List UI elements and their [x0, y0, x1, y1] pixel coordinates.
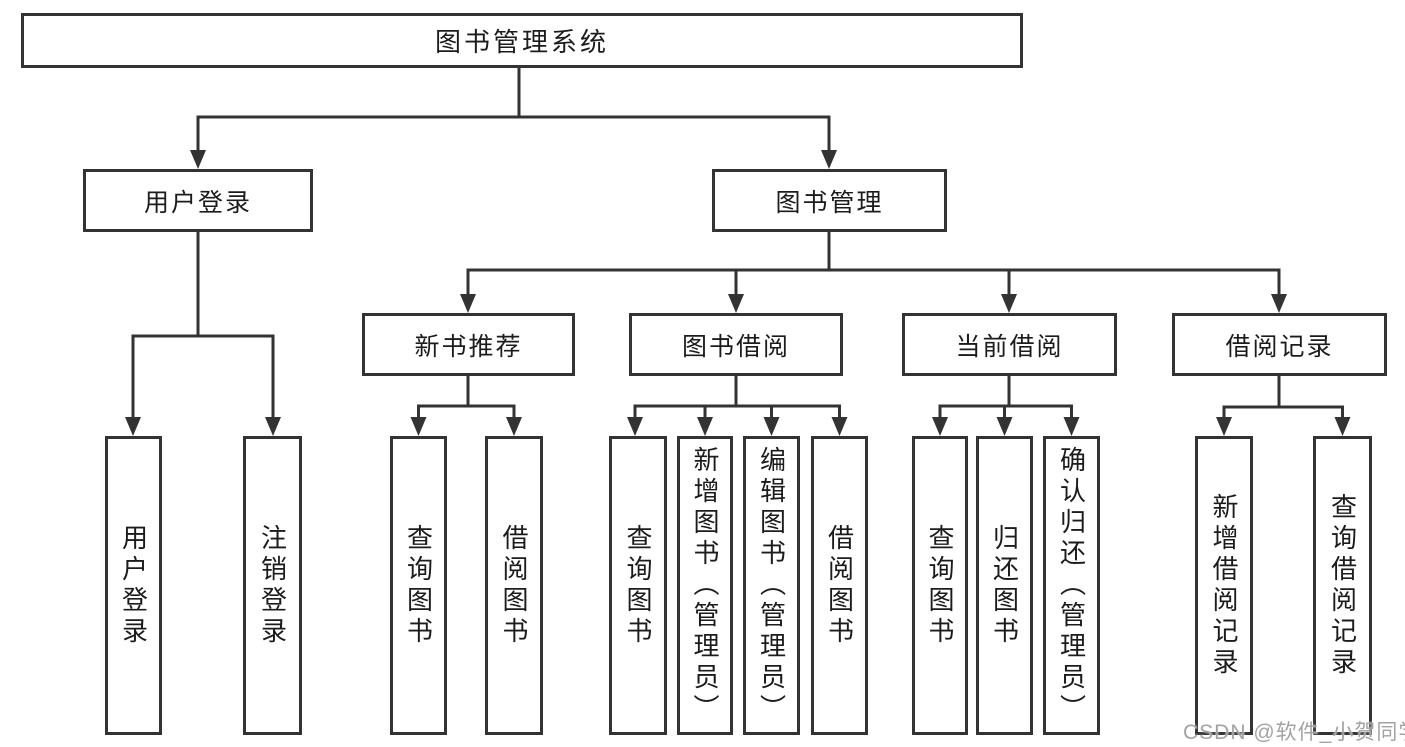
- connector-root-to-level2: [190, 68, 837, 169]
- connector-user-login-to-leaves: [125, 232, 281, 436]
- leaf-borrow-book-recommend: 借阅图书: [485, 436, 543, 735]
- leaf-user-login: 用户登录: [105, 436, 162, 735]
- leaf-query-borrow-record-label: 查询借阅记录: [1327, 492, 1358, 679]
- leaf-borrow-book: 借阅图书: [811, 436, 868, 735]
- leaf-add-borrow-record: 新增借阅记录: [1195, 436, 1253, 735]
- node-book-borrow: 图书借阅: [629, 313, 843, 376]
- leaf-query-book-current: 查询图书: [912, 436, 968, 735]
- leaf-query-book-borrow-label: 查询图书: [623, 523, 653, 648]
- leaf-logout: 注销登录: [243, 436, 302, 735]
- node-user-login: 用户登录: [83, 169, 313, 232]
- leaf-user-login-label: 用户登录: [118, 523, 149, 648]
- leaf-return-book: 归还图书: [976, 436, 1033, 735]
- connector-book-mgmt-to-level3: [460, 232, 1287, 313]
- node-book-management: 图书管理: [712, 169, 947, 232]
- leaf-query-book-current-label: 查询图书: [925, 523, 955, 648]
- leaf-add-book-admin-label: 新增图书（管理员）: [690, 446, 720, 725]
- leaf-confirm-return-admin: 确认归还（管理员）: [1043, 436, 1100, 735]
- leaf-add-book-admin: 新增图书（管理员）: [677, 436, 733, 735]
- leaf-edit-book-admin: 编辑图书（管理员）: [743, 436, 800, 735]
- leaf-query-book-recommend-label: 查询图书: [403, 523, 434, 648]
- connector-current-borrow-to-leaves: [932, 376, 1080, 436]
- leaf-borrow-book-label: 借阅图书: [824, 523, 855, 648]
- node-borrow-record: 借阅记录: [1172, 313, 1387, 376]
- connector-borrow-record-to-leaves: [1216, 376, 1351, 436]
- leaf-borrow-book-recommend-label: 借阅图书: [499, 523, 529, 648]
- node-new-book-recommend: 新书推荐: [362, 313, 575, 376]
- leaf-add-borrow-record-label: 新增借阅记录: [1209, 492, 1239, 679]
- leaf-query-book-borrow: 查询图书: [609, 436, 667, 735]
- leaf-confirm-return-admin-label: 确认归还（管理员）: [1056, 446, 1087, 725]
- leaf-query-borrow-record: 查询借阅记录: [1313, 436, 1372, 735]
- connector-new-book-to-leaves: [410, 376, 522, 436]
- leaf-edit-book-admin-label: 编辑图书（管理员）: [756, 446, 787, 725]
- node-current-borrow: 当前借阅: [902, 313, 1117, 376]
- leaf-logout-label: 注销登录: [257, 523, 288, 648]
- node-root-system: 图书管理系统: [21, 13, 1023, 68]
- leaf-return-book-label: 归还图书: [989, 523, 1020, 648]
- csdn-watermark: CSDN @软件_小贺同学: [1183, 721, 1405, 744]
- connector-book-borrow-to-leaves: [627, 376, 848, 436]
- leaf-query-book-recommend: 查询图书: [390, 436, 447, 735]
